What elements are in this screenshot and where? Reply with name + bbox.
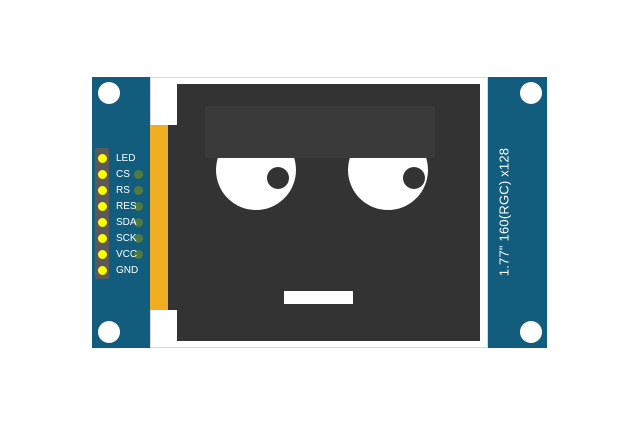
flex-connector: [168, 125, 177, 310]
pin-6: [98, 250, 107, 259]
mouth-icon: [284, 291, 353, 304]
pin-5: [98, 234, 107, 243]
pin-7: [98, 266, 107, 275]
pin-header: [95, 148, 109, 279]
mount-hole-top-left: [98, 82, 120, 104]
pin-2: [98, 186, 107, 195]
pad-1: [134, 170, 143, 179]
pin-label-cs: CS: [116, 169, 130, 180]
flex-cable: [150, 125, 168, 310]
pad-5: [134, 234, 143, 243]
left-eye-icon: [216, 158, 296, 210]
right-pupil: [403, 167, 425, 189]
left-pupil: [267, 167, 289, 189]
pcb-right-panel: [488, 77, 547, 348]
pin-1: [98, 170, 107, 179]
pin-label-gnd: GND: [116, 265, 139, 276]
pin-label-sck: SCK: [116, 233, 137, 244]
pcb-left-panel: LED CS RS RES SDA SCK VCC: [92, 77, 150, 348]
pad-6: [134, 250, 143, 259]
pin-3: [98, 202, 107, 211]
mount-hole-bottom-right: [520, 321, 542, 343]
lcd-screen: [177, 84, 480, 341]
pin-label-rs: RS: [116, 185, 130, 196]
mount-hole-bottom-left: [98, 321, 120, 343]
pad-2: [134, 186, 143, 195]
screen-glare: [205, 106, 435, 158]
pin-0: [98, 154, 107, 163]
pad-3: [134, 202, 143, 211]
pin-label-sda: SDA: [116, 217, 137, 228]
tft-module: LED CS RS RES SDA SCK VCC: [92, 77, 547, 348]
right-eye-icon: [348, 158, 428, 210]
pin-label-res: RES: [116, 201, 137, 212]
mount-hole-top-right: [520, 82, 542, 104]
pin-label-vcc: VCC: [116, 249, 138, 260]
pin-label-led: LED: [116, 153, 136, 164]
pad-4: [134, 218, 143, 227]
model-label-text: 1.77" 160(RGC) x128: [496, 147, 512, 277]
pin-4: [98, 218, 107, 227]
